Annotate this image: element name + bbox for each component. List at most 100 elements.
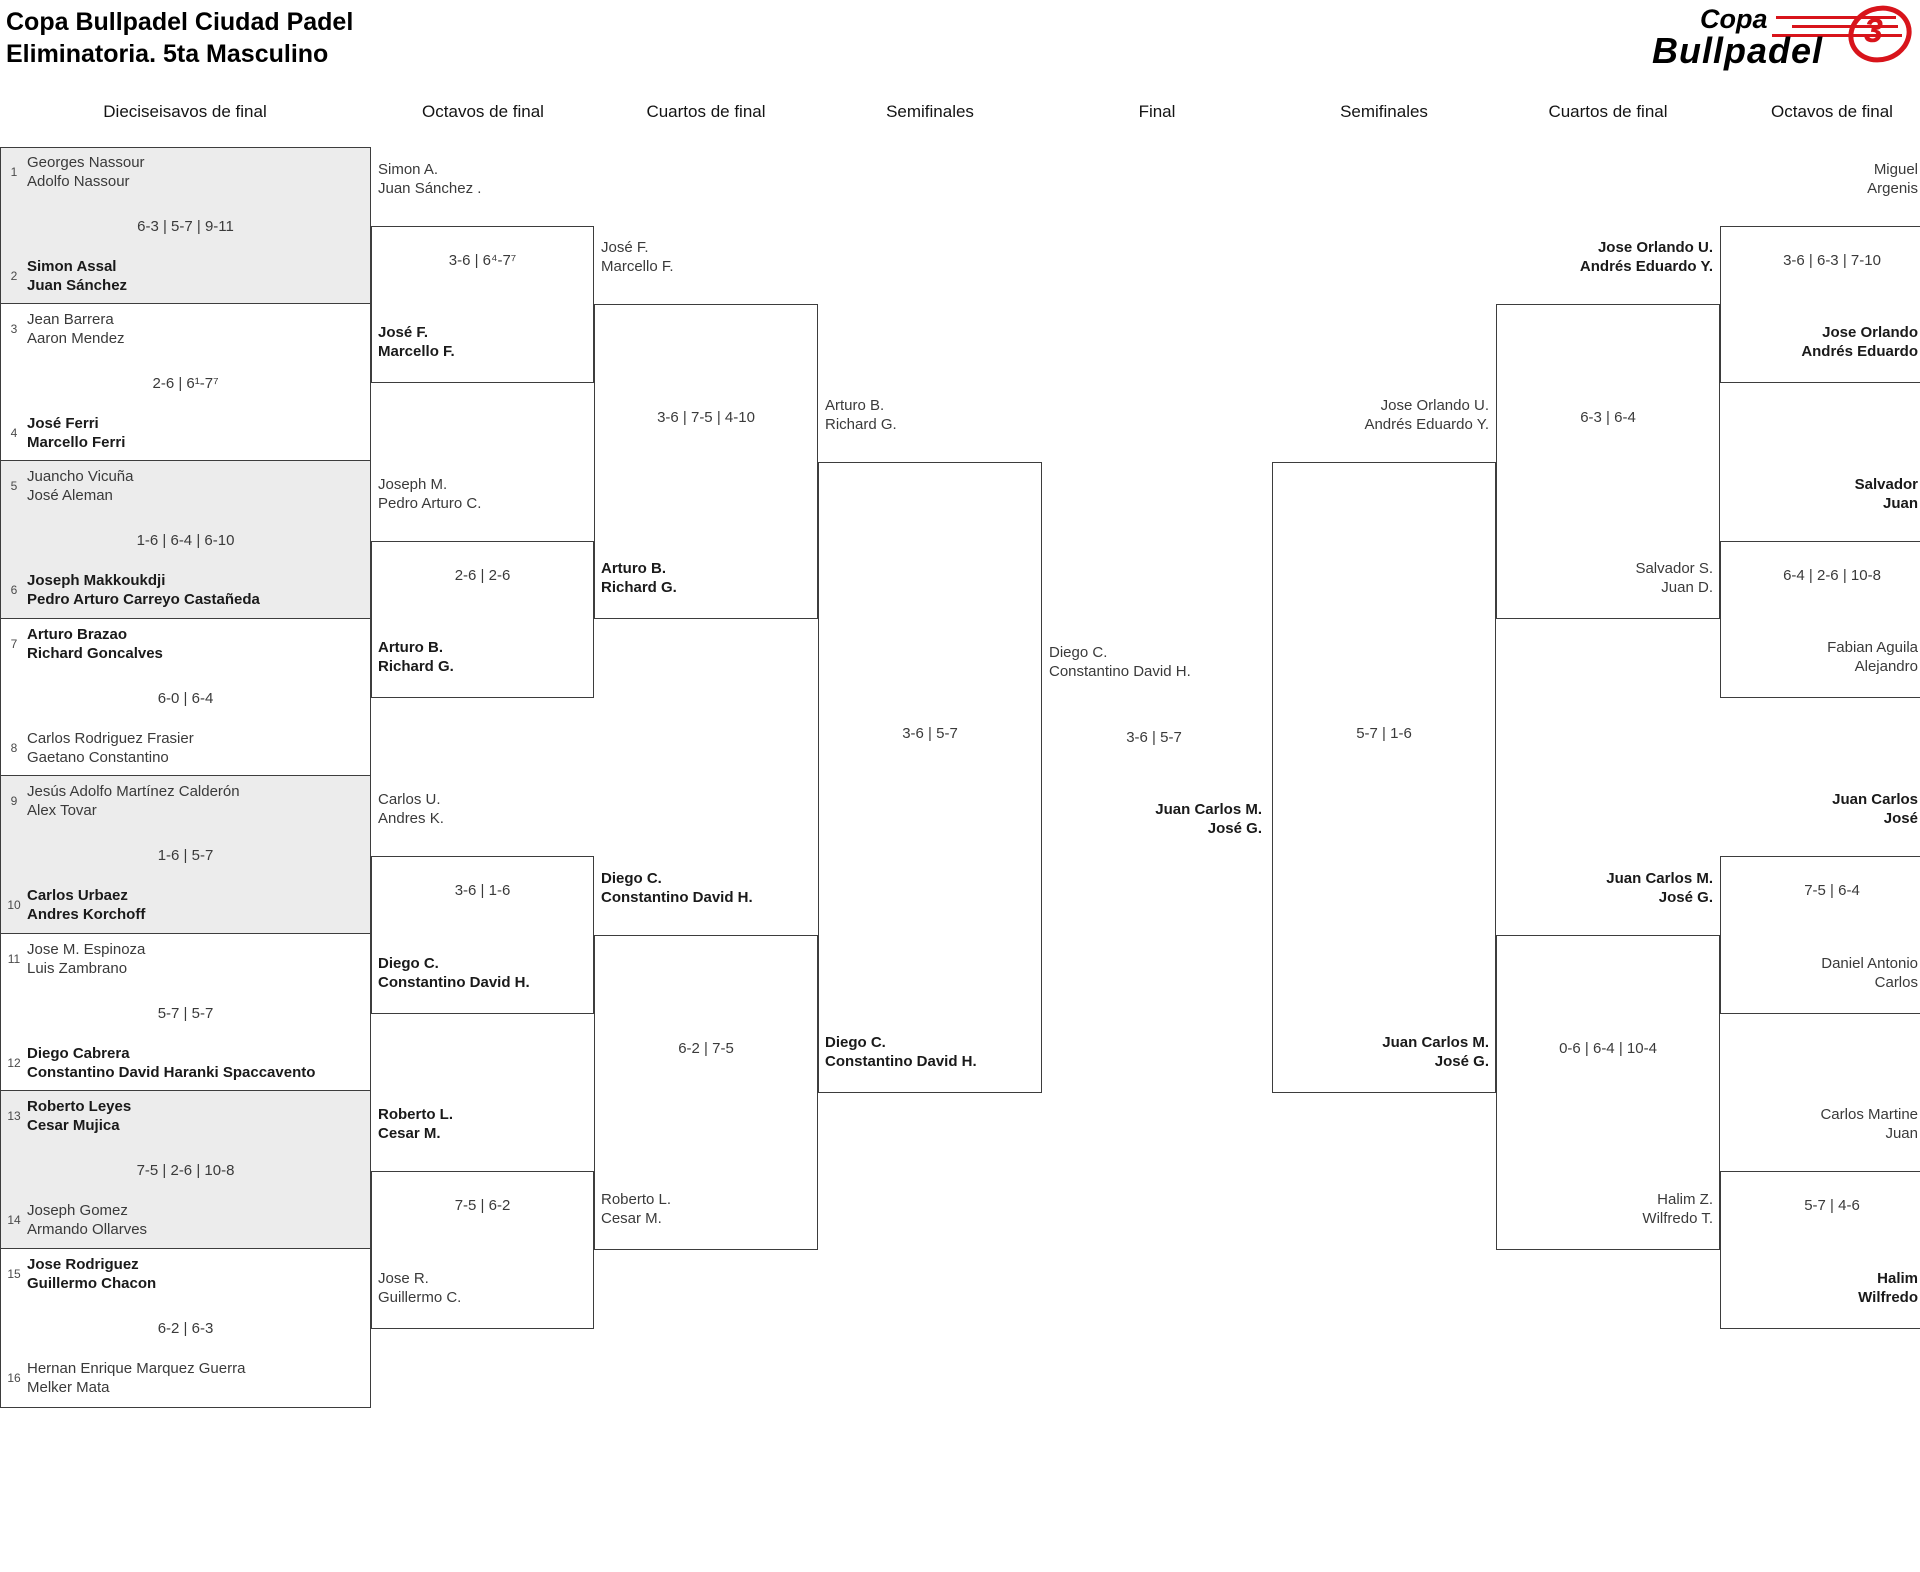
r32-match-box [0,934,371,1091]
player-name: Juan Carlos [1832,791,1918,808]
player-name: Juan D. [1661,579,1713,596]
team-entry: Juan Carlos M.José G. [1606,869,1713,907]
player-name: Wilfredo T. [1642,1210,1713,1227]
team-entry: Arturo B.Richard G. [378,638,454,676]
round-header: Dieciseisavos de final [103,102,267,121]
match-score: 7-5 | 2-6 | 10-8 [136,1162,235,1179]
seed-number: 14 [7,1213,21,1227]
team-entry: Diego C.Constantino David H. [601,869,753,907]
match-score: 6-3 | 6-4 [1580,409,1636,426]
match-score: 6-2 | 7-5 [678,1040,734,1057]
match-score: 1-6 | 6-4 | 6-10 [136,532,235,549]
player-name: José G. [1658,889,1713,906]
round-header: Cuartos de final [646,102,766,121]
player-name: Constantino David H. [378,974,530,991]
team-entry: José F.Marcello F. [378,323,455,361]
player-name: Carlos Urbaez [27,887,128,904]
player-name: Constantino David H. [1049,663,1191,680]
player-name: Constantino David Haranki Spaccavento [27,1064,316,1081]
team-entry: Juan Carlos M.José G. [1382,1033,1489,1071]
match-score: 1-6 | 5-7 [157,847,214,864]
logo-speed-line [1792,25,1898,28]
seed-number: 1 [10,165,18,179]
team-entry: Roberto L.Cesar M. [378,1105,453,1143]
player-name: Carlos U. [378,791,441,808]
match-score: 7-5 | 6-4 [1804,882,1860,899]
player-name: José F. [378,324,429,341]
player-name: Jose Orlando U. [1380,397,1489,414]
player-name: Simon Assal [27,258,117,275]
player-name: Georges Nassour [27,154,145,171]
player-name: Jose Rodriguez [27,1256,139,1273]
r16-left-box [371,541,594,698]
player-name: Juancho Vicuña [27,468,134,485]
page-title-line1: Copa Bullpadel Ciudad Padel [6,8,354,36]
match-score: 3-6 | 6-3 | 7-10 [1783,252,1881,269]
seed-number: 12 [7,1056,21,1070]
seed-number: 6 [10,583,18,597]
page-title-line2: Eliminatoria. 5ta Masculino [6,40,329,68]
team-entry: Arturo B.Richard G. [825,396,897,434]
player-name: Jesús Adolfo Martínez Calderón [27,783,240,800]
player-name: José G. [1207,820,1262,837]
qf-left-box [594,304,818,619]
match-score: 3-6 | 1-6 [454,882,511,899]
match-score: 7-5 | 6-2 [454,1197,511,1214]
seed-number: 3 [10,322,18,336]
player-name: Juan [1882,495,1918,512]
player-name: Constantino David H. [601,889,753,906]
player-name: Juan [1885,1125,1918,1142]
player-name: Diego Cabrera [27,1045,130,1062]
player-name: Andres Korchoff [27,906,146,923]
player-name: Roberto L. [378,1106,453,1123]
r16-left-box [371,856,594,1014]
player-name: Simon A. [378,161,439,178]
player-name: Alex Tovar [27,802,97,819]
match-score: 2-6 | 2-6 [454,567,511,584]
player-name: José F. [601,239,649,256]
player-name: Arturo B. [378,639,443,656]
qf-left-box [594,935,818,1250]
player-name: Diego C. [378,955,439,972]
team-entry: Jose R.Guillermo C. [378,1269,461,1307]
player-name: Marcello F. [601,258,674,275]
player-name: Hernan Enrique Marquez Guerra [27,1360,246,1377]
player-name: Andres K. [378,810,444,827]
team-entry: Arturo B.Richard G. [601,559,677,597]
copa-bullpadel-logo: Copa Bullpadel 3 [1652,0,1920,78]
player-name: Cesar Mujica [27,1117,120,1134]
player-name: Roberto L. [601,1191,672,1208]
player-name: Roberto Leyes [27,1098,132,1115]
logo-word-copa: Copa [1700,4,1768,34]
sf-left-box [818,462,1042,1093]
r16-left-box [371,1171,594,1329]
team-entry: Simon A.Juan Sánchez . [378,160,481,198]
player-name: Andrés Eduardo Y. [1364,416,1489,433]
player-name: Richard G. [601,579,677,596]
r16-right-box [1720,541,1920,698]
player-name: Joseph M. [378,476,448,493]
player-name: Alejandro [1854,658,1918,675]
player-name: Melker Mata [27,1379,110,1396]
player-name: Diego C. [1049,644,1108,661]
player-name: Halim Z. [1657,1191,1713,1208]
match-score: 5-7 | 1-6 [1356,725,1412,742]
player-name: Luis Zambrano [27,960,128,977]
player-name: Cesar M. [601,1210,662,1227]
seed-number: 11 [7,952,21,966]
